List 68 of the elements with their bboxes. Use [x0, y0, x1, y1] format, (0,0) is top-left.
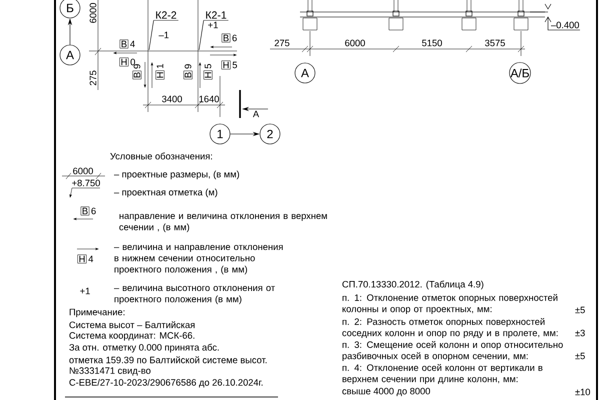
- dimension-text: 6000: [90, 3, 96, 23]
- deviation-value: 6: [232, 34, 237, 42]
- dimension-text: 3400: [162, 96, 182, 102]
- deviation-value: 0: [130, 58, 136, 66]
- tolerance-text: п. 1: Отклонение отметок опорных поверхностей колонны и опор от проектных, мм:: [342, 294, 558, 314]
- dimension-text: 6000: [345, 40, 365, 46]
- dimension-text: 5150: [422, 40, 442, 46]
- dimension-text: 6000: [73, 168, 93, 174]
- tolerance-value: ±3: [575, 330, 585, 336]
- note-text: С-ЕВЕ/27-10-2023/290676586 до 26.10.2024г.: [69, 378, 263, 388]
- axis-bubble: А: [60, 44, 80, 66]
- deviation-value: 1: [156, 64, 164, 68]
- legend-text: – величина высотного отклонения от проектного положения (в мм): [114, 286, 275, 304]
- deviation-box: В: [184, 70, 192, 80]
- dimension-text: 275: [274, 40, 290, 46]
- level-text: +8.750: [72, 180, 100, 186]
- axis-bubble: 2: [260, 124, 280, 144]
- deviation-box: Н: [156, 70, 164, 80]
- deviation-box: Н: [77, 254, 87, 264]
- tolerance-value: ±5: [575, 352, 585, 360]
- tolerance-value: ±10: [575, 388, 590, 396]
- deviation-value: 5: [204, 64, 212, 68]
- column-mark: К2-1: [203, 11, 229, 21]
- note-text: отметка 159.39 по Балтийской системе высот.: [69, 356, 267, 364]
- dimension-text: 1640: [199, 96, 219, 102]
- note-text: Примечание:: [70, 308, 124, 318]
- deviation-box: Н: [221, 60, 231, 70]
- deviation-box: Н: [119, 58, 129, 66]
- note-text: Система координат: МСК-66.: [69, 332, 194, 341]
- deviation-value: +1: [80, 288, 90, 294]
- leader-line: [148, 20, 154, 50]
- tolerance-text: п. 4: Отклонение осей колонн от вертикали в верхнем сечении при длине колонн, мм:: [342, 364, 542, 384]
- dimension-text: 3575: [485, 40, 505, 46]
- deviation-box: В: [132, 70, 142, 80]
- deviation-value: 5: [232, 62, 237, 68]
- deviation-value: 4: [130, 40, 135, 48]
- axis-bubble: 1: [210, 124, 230, 144]
- note-text: №3331471 свид-во: [70, 367, 150, 376]
- level-text: –0.400: [550, 22, 579, 28]
- tolerance-text: свыше 4000 до 8000: [342, 388, 430, 396]
- note-text: Система высот – Балтийская: [69, 321, 195, 328]
- deviation-value: 9: [184, 64, 192, 69]
- deviation-box: В: [120, 40, 128, 48]
- legend-text: – проектные размеры, (в мм): [114, 170, 240, 180]
- deviation-value: +1: [208, 22, 218, 28]
- deviation-value: 4: [88, 256, 94, 262]
- note-text: За отн. отметку 0.000 принята абс.: [69, 344, 219, 352]
- legend-text: – проектная отметка (м): [114, 188, 218, 198]
- axis-bubble: А/Б: [509, 62, 531, 84]
- leader-line: [198, 20, 204, 50]
- tolerance-text: п. 2: Разность отметок опорных поверхностей соседних колонн и опор по ряду и в пролете, мм:: [342, 318, 558, 338]
- deviation-value: 6: [91, 208, 96, 214]
- legend-text: – величина и направление отклонения в нижнем сечении относительно проектного положения , (в мм): [114, 244, 283, 274]
- dimension-text: 275: [90, 70, 96, 86]
- column-mark: К2-2: [153, 11, 179, 21]
- deviation-box: В: [222, 34, 230, 42]
- tolerance-text: п. 3: Смещение осей колонн и опор относительно разбивочных осей в опорном сечении, мм:: [342, 340, 563, 362]
- deviation-value: –1: [158, 32, 169, 38]
- legend-text: направление и величина отклонения в верхнем сечении , (в мм): [119, 214, 327, 232]
- tolerance-value: ±5: [575, 306, 585, 314]
- deviation-box: Н: [204, 70, 212, 80]
- section-letter: А: [252, 110, 260, 118]
- axis-bubble: Б: [60, 0, 80, 18]
- axis-bubble: А: [294, 62, 316, 84]
- standard-title: СП.70.13330.2012. (Таблица 4.9): [342, 280, 484, 290]
- deviation-value: 9: [134, 64, 140, 69]
- legend-title: Условные обозначения:: [110, 152, 212, 160]
- deviation-box: В: [80, 206, 90, 216]
